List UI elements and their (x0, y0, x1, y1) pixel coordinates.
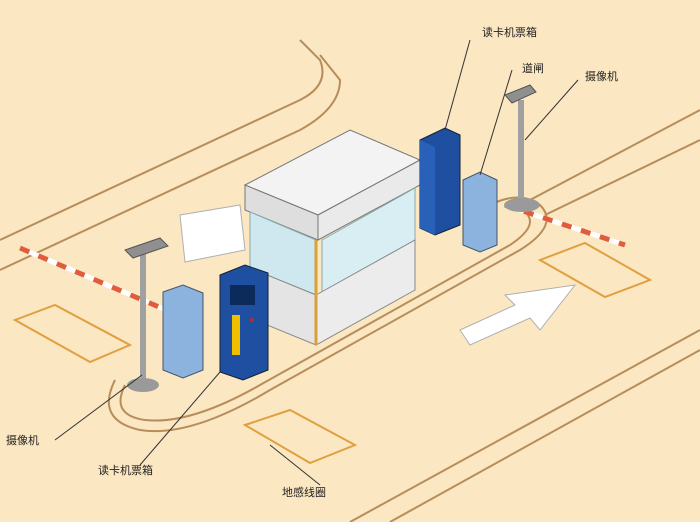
label-barrier-right: 道闸 (522, 62, 544, 75)
camera-left-head (124, 237, 169, 259)
ground-loop-right (537, 241, 653, 299)
camera-right (504, 84, 540, 212)
road-edge-top-left-inner (0, 54, 342, 271)
camera-left-pole (140, 250, 146, 380)
camera-right-pole (518, 100, 524, 200)
road-edge-top-right (529, 109, 700, 201)
road-edge-top-left (0, 39, 324, 241)
arrow-right (459, 284, 577, 346)
leader-card-reader-top (444, 39, 471, 131)
ground-loops (12, 241, 653, 465)
label-camera-right: 摄像机 (585, 70, 618, 83)
barrier-left-box (162, 284, 204, 379)
barrier-left (19, 245, 204, 379)
barrier-right-box (462, 171, 498, 253)
leader-barrier (479, 69, 513, 176)
camera-right-head (504, 84, 537, 104)
card-reader-left-light (250, 318, 254, 322)
leader-camera-left (54, 374, 143, 441)
road-edge-top-right-inner (544, 139, 700, 216)
island-outline-inner (119, 211, 531, 422)
leader-ground-loop (269, 444, 321, 486)
ground-loop-left (12, 303, 133, 364)
road-lines (0, 39, 700, 522)
label-ground-loop: 地感线圈 (282, 486, 326, 499)
road-edge-bottom-inner (389, 349, 700, 522)
card-reader-right (419, 127, 461, 236)
road-edge-bottom (349, 329, 700, 522)
barrier-left-arm-stripes (19, 245, 186, 321)
camera-left (124, 237, 169, 392)
leader-lines (54, 39, 579, 486)
leader-camera-right (524, 79, 579, 141)
booth (243, 129, 422, 346)
label-camera-left: 摄像机 (6, 434, 39, 447)
card-reader-right-face (420, 140, 435, 235)
leader-card-reader-bottom (139, 371, 221, 466)
card-reader-left-display (230, 285, 255, 305)
card-reader-left-body (219, 264, 269, 381)
card-reader-left-slot (232, 315, 240, 355)
label-card-reader-top: 读卡机票箱 (482, 26, 537, 39)
camera-right-base (504, 198, 540, 212)
card-reader-left (219, 264, 269, 381)
label-card-reader-bottom: 读卡机票箱 (98, 464, 153, 477)
camera-left-base (127, 378, 159, 392)
arrow-left (179, 204, 246, 263)
ground-loop-bottom (242, 408, 358, 465)
